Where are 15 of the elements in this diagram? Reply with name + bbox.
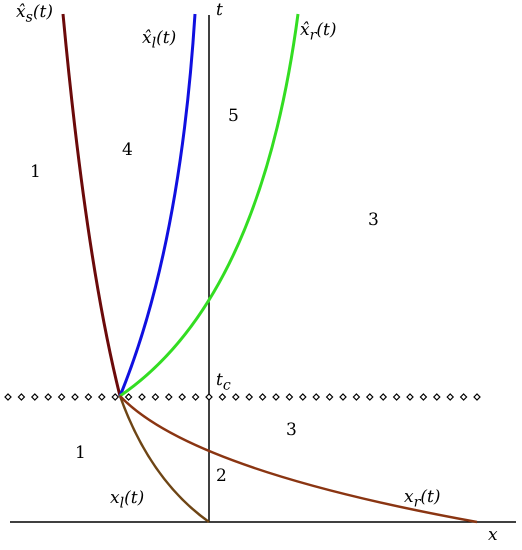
curve-label: x xyxy=(488,525,498,546)
curve-label: x̂$_{s}$(t) xyxy=(16,2,53,26)
region-number: 3 xyxy=(286,420,297,440)
curve-label: x̂$_{r}$(t) xyxy=(300,20,336,44)
region-number: 1 xyxy=(30,162,41,182)
region-number: 2 xyxy=(216,466,227,486)
region-number: 4 xyxy=(122,140,133,160)
region-number: 1 xyxy=(75,443,86,464)
curve-label: x̂$_{l}$(t) xyxy=(142,28,176,52)
curve-label: t xyxy=(216,0,223,20)
region-number: 3 xyxy=(368,210,379,230)
curve-label: x$_{r}$(t) xyxy=(404,487,440,512)
curve-label: t$_{c}$ xyxy=(216,370,231,394)
region-number: 5 xyxy=(228,106,239,126)
curve-label: x$_{l}$(t) xyxy=(110,488,144,512)
